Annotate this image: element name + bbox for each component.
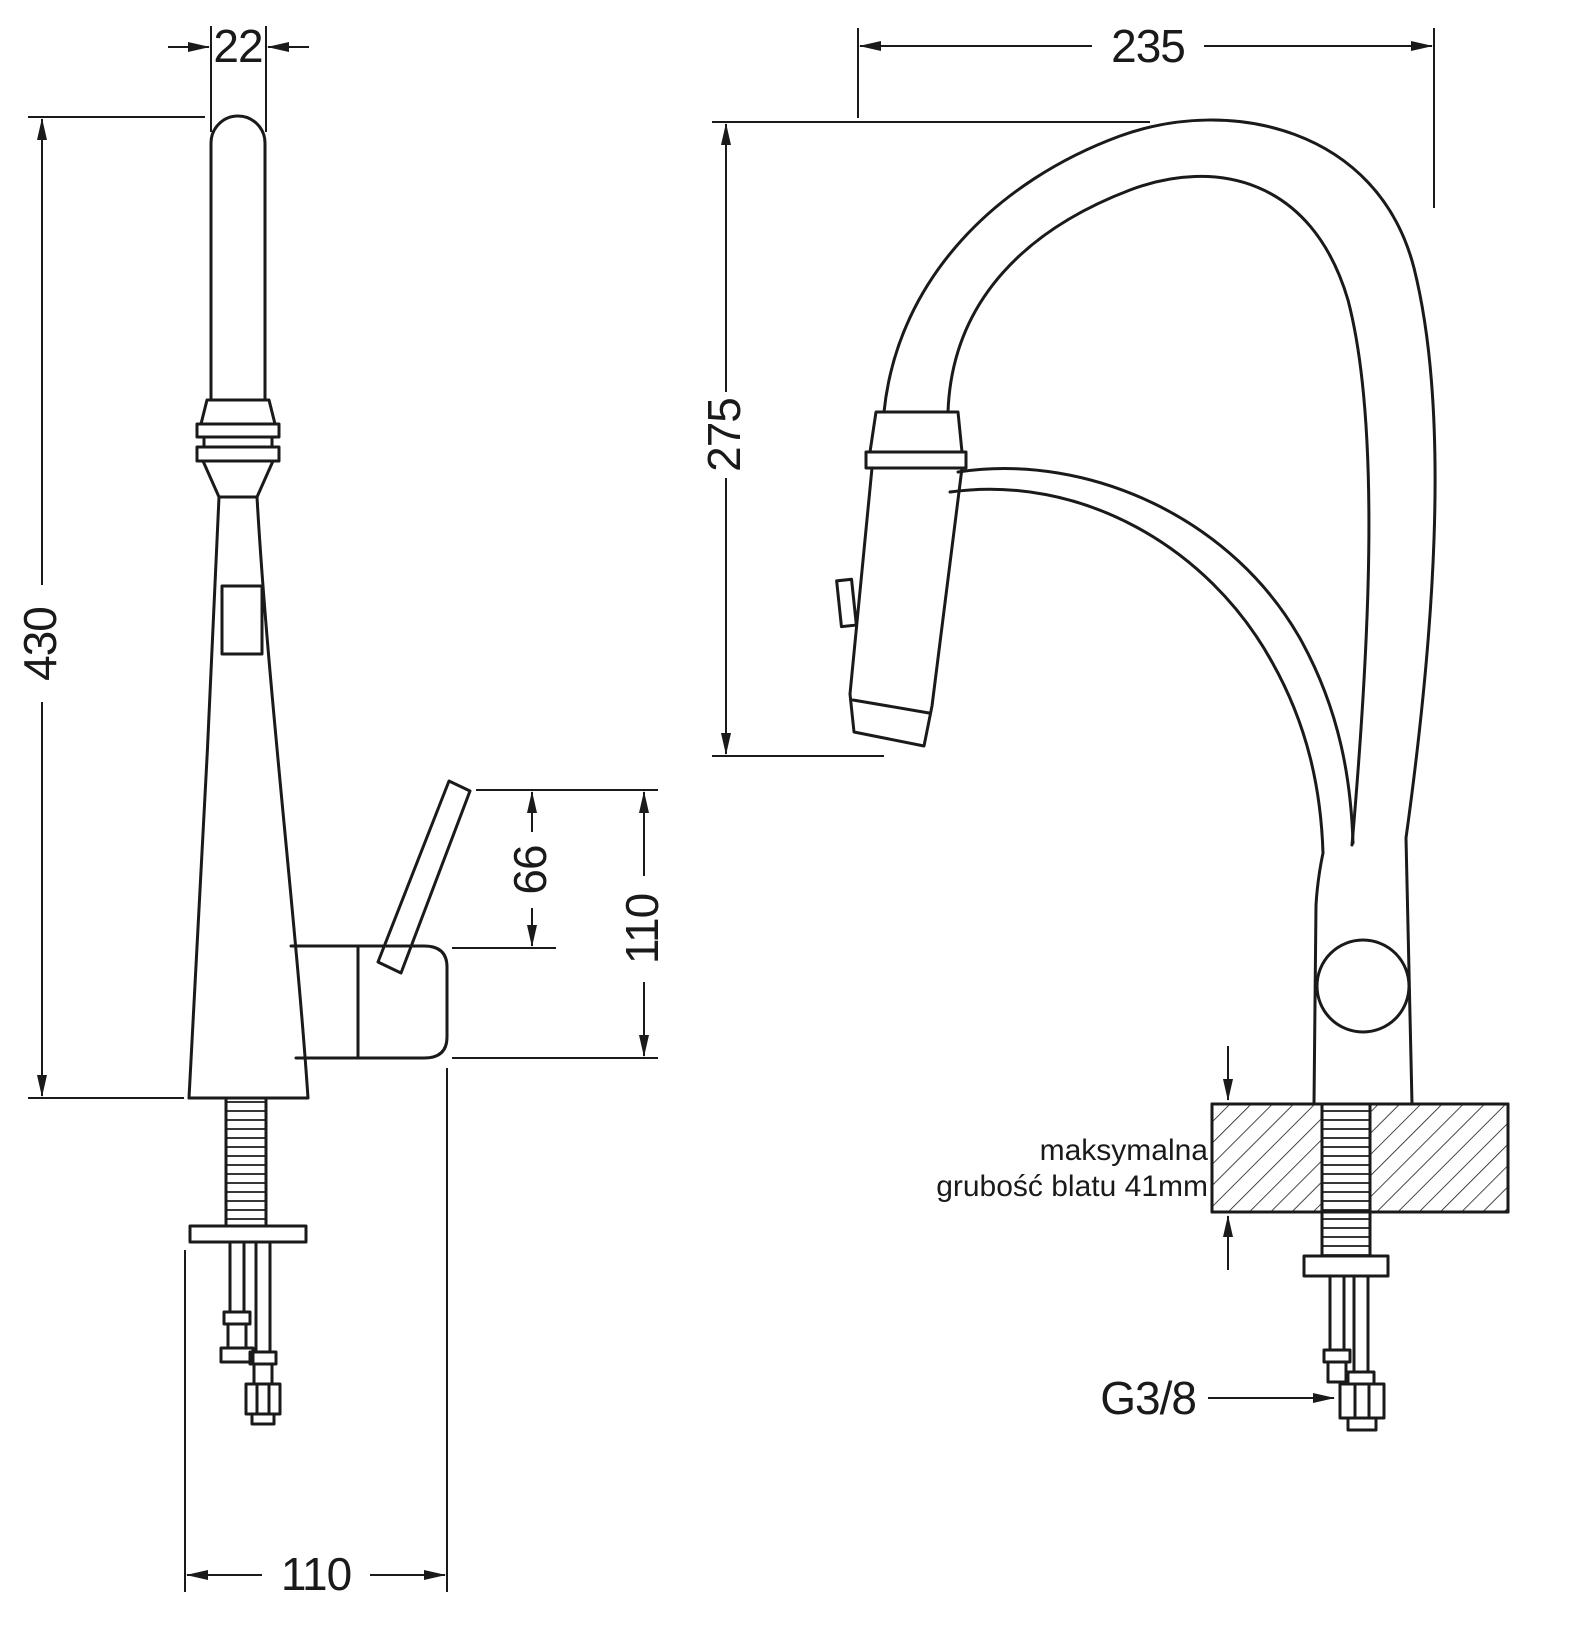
dim-66-label: 66: [504, 845, 556, 894]
faucet-body: [187, 495, 310, 1100]
dimension-110-vertical: [452, 791, 658, 1059]
aerator-collar: [195, 398, 281, 499]
mounting-plate: [188, 1224, 308, 1244]
dimension-235: [857, 28, 1435, 208]
handle-lever: [376, 779, 472, 975]
dimension-275: [712, 121, 1150, 757]
counter-note-line1: maksymalna: [1040, 1134, 1209, 1167]
hose-nut: [244, 1382, 282, 1416]
dimensions: 430 22 66 110 110: [14, 20, 1435, 1600]
handle-mount: [289, 944, 449, 1060]
dimension-110-bottom: [184, 1068, 448, 1592]
body-plate: [220, 584, 264, 656]
dimension-22: [168, 26, 309, 132]
spray-hose: [948, 467, 1355, 855]
spout-tube: [209, 114, 267, 402]
flange-nut: [1302, 1254, 1390, 1278]
threaded-stem: [1320, 1102, 1372, 1258]
dim-110-bottom-label: 110: [281, 1548, 351, 1600]
front-supply-hoses: [1322, 1274, 1386, 1432]
thread-size-label: G3/8: [1100, 1372, 1196, 1424]
dim-235-label: 235: [1111, 20, 1185, 72]
counter-note-line2: grubość blatu 41mm: [936, 1170, 1208, 1203]
countertop-section: [1210, 1102, 1510, 1278]
dim-275-label: 275: [698, 398, 750, 472]
mounting-stem: [188, 1096, 308, 1244]
spray-button: [835, 577, 858, 629]
front-body: [1312, 836, 1414, 1106]
dim-430-label: 430: [14, 607, 66, 681]
side-view: [187, 114, 472, 1426]
dim-110-vertical-label: 110: [616, 894, 668, 964]
supply-hoses: [219, 1240, 282, 1426]
body-dial: [1315, 938, 1411, 1034]
dimension-430: [28, 116, 205, 1099]
dim-22-label: 22: [213, 20, 262, 72]
dimension-66: [452, 789, 658, 949]
spray-head: [835, 410, 968, 748]
front-view: [835, 118, 1510, 1432]
g38-nut: [1338, 1382, 1386, 1420]
gooseneck-arch: [882, 118, 1437, 847]
